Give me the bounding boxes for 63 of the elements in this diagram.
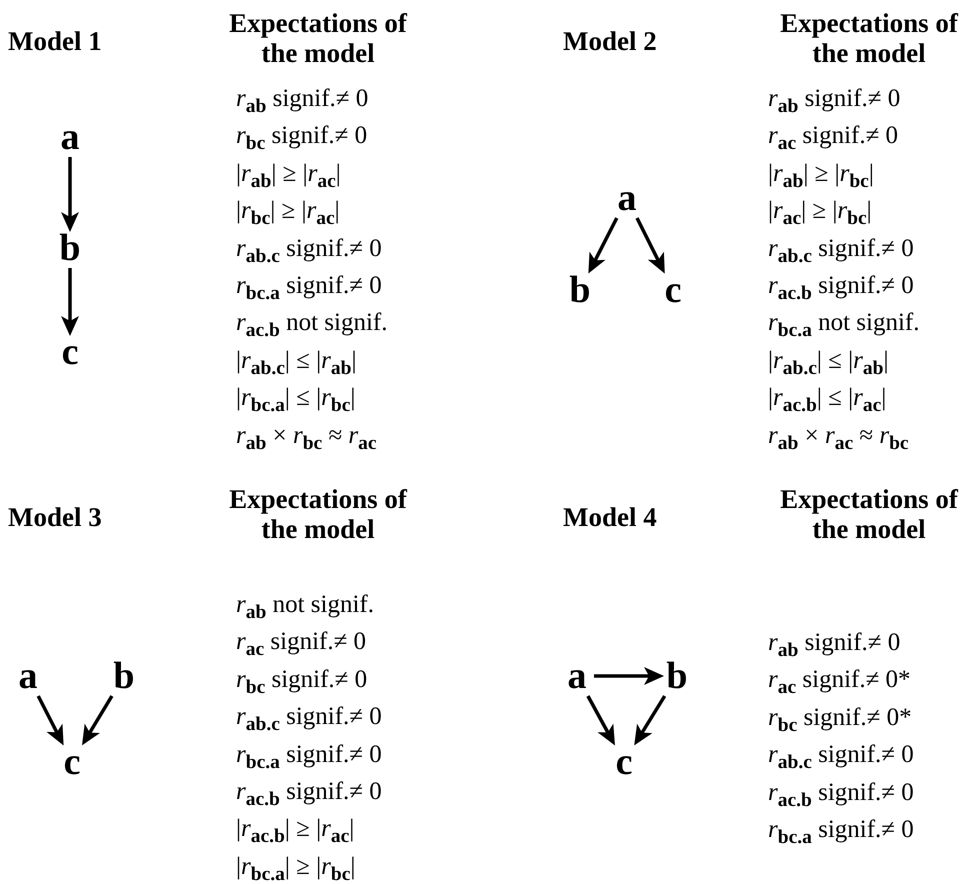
model-title: Model 4	[563, 502, 657, 533]
expectation-line: r$_{ab}$ × r$_{bc}$ ≈ r$_{ac}$	[236, 420, 377, 451]
expectation-line: r$_{ac.b}$ signif.≠ 0	[768, 271, 914, 301]
model-title: Model 3	[8, 502, 102, 533]
expectation-line: r$_{bc.a}$ signif.≠ 0	[236, 740, 382, 770]
variable-letter: a	[13, 658, 43, 694]
expectation-line: |r$_{ab.c}$| ≤ |r$_{ab}$|	[236, 346, 356, 376]
expectation-line: r$_{bc.a}$ not signif.	[768, 308, 920, 338]
expectation-line: r$_{ab.c}$ signif.≠ 0	[768, 740, 914, 770]
expectation-line: r$_{ac}$ signif.≠ 0	[236, 627, 366, 658]
model-title: Model 1	[8, 26, 102, 57]
expectation-line: r$_{ac.b}$ signif.≠ 0	[768, 778, 914, 808]
expectation-line: |r$_{ac.b}$| ≥ |r$_{ac}$|	[236, 814, 354, 844]
expectation-line: |r$_{ac}$| ≥ |r$_{bc}$|	[768, 196, 872, 226]
arrow	[588, 217, 618, 274]
expectation-line: r$_{ab}$ not signif.	[236, 590, 374, 620]
arrow	[634, 695, 666, 746]
variable-letter: a	[612, 180, 642, 216]
expectation-line: r$_{ab.c}$ signif.≠ 0	[768, 234, 914, 264]
variable-letter: a	[55, 119, 85, 155]
arrow	[586, 695, 615, 746]
expectation-line: r$_{ac}$ signif.≠ 0*	[768, 665, 911, 696]
expectation-line: r$_{ac}$ signif.≠ 0	[768, 121, 898, 152]
expectation-line: r$_{ab}$ signif.≠ 0	[768, 628, 900, 658]
variable-letter: b	[662, 658, 692, 694]
variable-letter: c	[609, 744, 639, 780]
column-heading: Expectations of the model	[779, 8, 960, 68]
expectation-line: r$_{ab.c}$ signif.≠ 0	[236, 702, 382, 732]
expectation-line: r$_{bc.a}$ signif.≠ 0	[236, 271, 382, 301]
expectation-line: r$_{bc}$ signif.≠ 0	[236, 121, 368, 152]
expectation-line: r$_{bc}$ signif.≠ 0*	[768, 702, 912, 733]
arrow	[61, 157, 79, 232]
variable-letter: b	[565, 272, 595, 308]
expectation-line: r$_{bc}$ signif.≠ 0	[236, 664, 368, 695]
expectation-line: |r$_{bc.a}$| ≤ |r$_{bc}$|	[236, 383, 356, 414]
arrow	[36, 695, 64, 746]
arrow	[635, 217, 665, 274]
variable-letter: c	[658, 272, 688, 308]
expectation-line: r$_{ac.b}$ signif.≠ 0	[236, 777, 382, 807]
variable-letter: b	[55, 230, 85, 266]
variable-letter: c	[55, 334, 85, 370]
arrow	[61, 268, 79, 336]
variable-letter: a	[562, 658, 592, 694]
expectation-line: |r$_{bc}$| ≥ |r$_{ac}$|	[236, 196, 340, 226]
expectation-line: |r$_{bc.a}$| ≥ |r$_{bc}$|	[236, 852, 356, 882]
variable-letter: c	[57, 744, 87, 780]
expectation-line: r$_{ac.b}$ not signif.	[236, 308, 388, 338]
model-title: Model 2	[563, 26, 657, 57]
expectation-line: |r$_{ab}$| ≥ |r$_{ac}$|	[236, 158, 341, 189]
expectation-line: |r$_{ac.b}$| ≤ |r$_{ac}$|	[768, 383, 886, 414]
column-heading: Expectations of the model	[779, 484, 960, 544]
variable-letter: b	[109, 658, 139, 694]
arrow	[82, 695, 114, 746]
expectation-line: r$_{ab}$ signif.≠ 0	[768, 84, 900, 114]
expectation-line: |r$_{ab.c}$| ≤ |r$_{ab}$|	[768, 346, 888, 376]
expectation-line: r$_{ab.c}$ signif.≠ 0	[236, 234, 382, 264]
expectation-line: r$_{ab}$ signif.≠ 0	[236, 84, 368, 114]
expectation-line: r$_{ab}$ × r$_{ac}$ ≈ r$_{bc}$	[768, 420, 909, 451]
column-heading: Expectations of the model	[228, 8, 408, 68]
expectation-line: r$_{bc.a}$ signif.≠ 0	[768, 815, 914, 845]
expectation-line: |r$_{ab}$| ≥ |r$_{bc}$|	[768, 158, 874, 189]
arrow	[594, 667, 664, 685]
column-heading: Expectations of the model	[228, 484, 408, 544]
